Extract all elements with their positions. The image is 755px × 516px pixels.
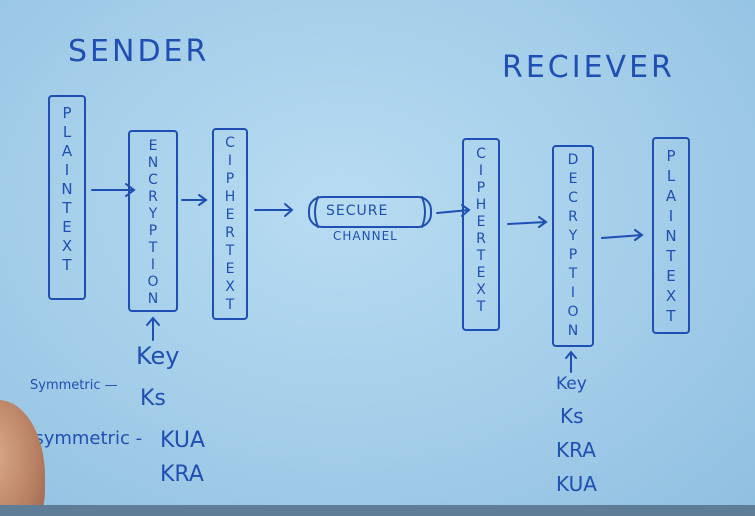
letter: E (148, 138, 158, 154)
letter: O (567, 304, 579, 320)
letter: P (476, 180, 486, 196)
sender-plain-text-box (48, 95, 86, 300)
receiver-cipher-text-box (462, 138, 500, 331)
letter: O (147, 274, 159, 290)
letter: T (476, 299, 486, 315)
letter: E (476, 265, 486, 281)
letter: T (225, 243, 235, 259)
letter: R (568, 209, 578, 225)
arrow-sender-key-up (146, 316, 160, 341)
sender-key-label: Key (136, 342, 180, 370)
letter: I (150, 257, 156, 273)
asymmetric-label: Asymmetric - (22, 428, 143, 449)
arrow-receiver-key-up (565, 350, 577, 373)
letter: N (567, 323, 579, 339)
letter: I (64, 161, 70, 179)
arrow-decryption-to-plain (601, 229, 644, 241)
secure-channel-left-cap (314, 196, 319, 228)
letter: A (61, 142, 73, 160)
letter: P (148, 223, 158, 239)
letter: L (666, 167, 676, 185)
letter: H (475, 197, 487, 213)
letter: I (570, 285, 576, 301)
letter: Y (148, 206, 158, 222)
arrow-channel-to-cipher (436, 204, 471, 217)
letter: T (666, 247, 676, 265)
letter: R (476, 231, 486, 247)
decryption-box (552, 145, 594, 347)
arrow-encryption-to-cipher (181, 194, 208, 206)
letter: E (225, 207, 235, 223)
letter: E (62, 218, 72, 236)
letter: P (225, 171, 235, 187)
receiver-key-label: Key (556, 374, 587, 394)
letter: E (225, 261, 235, 277)
letter: C (476, 146, 486, 162)
secure-channel-line2: CHANNEL (333, 229, 398, 243)
letter: P (62, 104, 72, 122)
letter: L (62, 123, 72, 141)
secure-channel-right-cap (421, 196, 426, 228)
letter: E (476, 214, 486, 230)
letter: N (61, 180, 73, 198)
letter: N (665, 227, 677, 245)
receiver-key-1: Ks (560, 404, 584, 428)
letter: N (147, 291, 159, 307)
letter: P (666, 147, 676, 165)
letter: X (665, 287, 677, 305)
symmetric-label: Symmetric — (30, 378, 118, 393)
arrow-cipher-to-channel (254, 203, 294, 217)
receiver-title: RECIEVER (502, 50, 675, 85)
secure-channel-box (308, 196, 432, 228)
secure-channel-line1: SECURE (326, 203, 389, 219)
letter: H (224, 189, 236, 205)
board-bottom-edge (0, 505, 755, 516)
receiver-key-2: KRA (556, 438, 596, 462)
letter: Y (568, 228, 578, 244)
letter: D (567, 152, 579, 168)
letter: C (148, 172, 158, 188)
encryption-box (128, 130, 178, 312)
symmetric-key: Ks (140, 386, 166, 411)
letter: T (62, 256, 72, 274)
letter: T (568, 266, 578, 282)
letter: X (61, 237, 73, 255)
letter: T (62, 199, 72, 217)
letter: R (225, 225, 235, 241)
letter: P (568, 247, 578, 263)
letter: C (568, 190, 578, 206)
letter: I (668, 207, 674, 225)
letter: T (666, 307, 676, 325)
letter: E (568, 171, 578, 187)
asymmetric-private-key: KRA (160, 462, 204, 487)
letter: I (227, 153, 233, 169)
letter: T (225, 297, 235, 313)
letter: R (148, 189, 158, 205)
letter: I (478, 163, 484, 179)
sender-title: SENDER (68, 34, 210, 69)
letter: E (666, 267, 676, 285)
letter: N (147, 155, 159, 171)
letter: X (225, 279, 235, 295)
receiver-key-3: KUA (556, 472, 597, 496)
letter: X (476, 282, 486, 298)
letter: C (225, 135, 235, 151)
letter: T (476, 248, 486, 264)
sender-cipher-text-box (212, 128, 248, 320)
letter: T (148, 240, 158, 256)
asymmetric-public-key: KUA (160, 428, 205, 453)
receiver-plain-text-box (652, 137, 690, 334)
arrow-plain-to-encryption (91, 183, 136, 197)
letter: A (665, 187, 677, 205)
arrow-cipher-to-decryption (507, 216, 548, 228)
